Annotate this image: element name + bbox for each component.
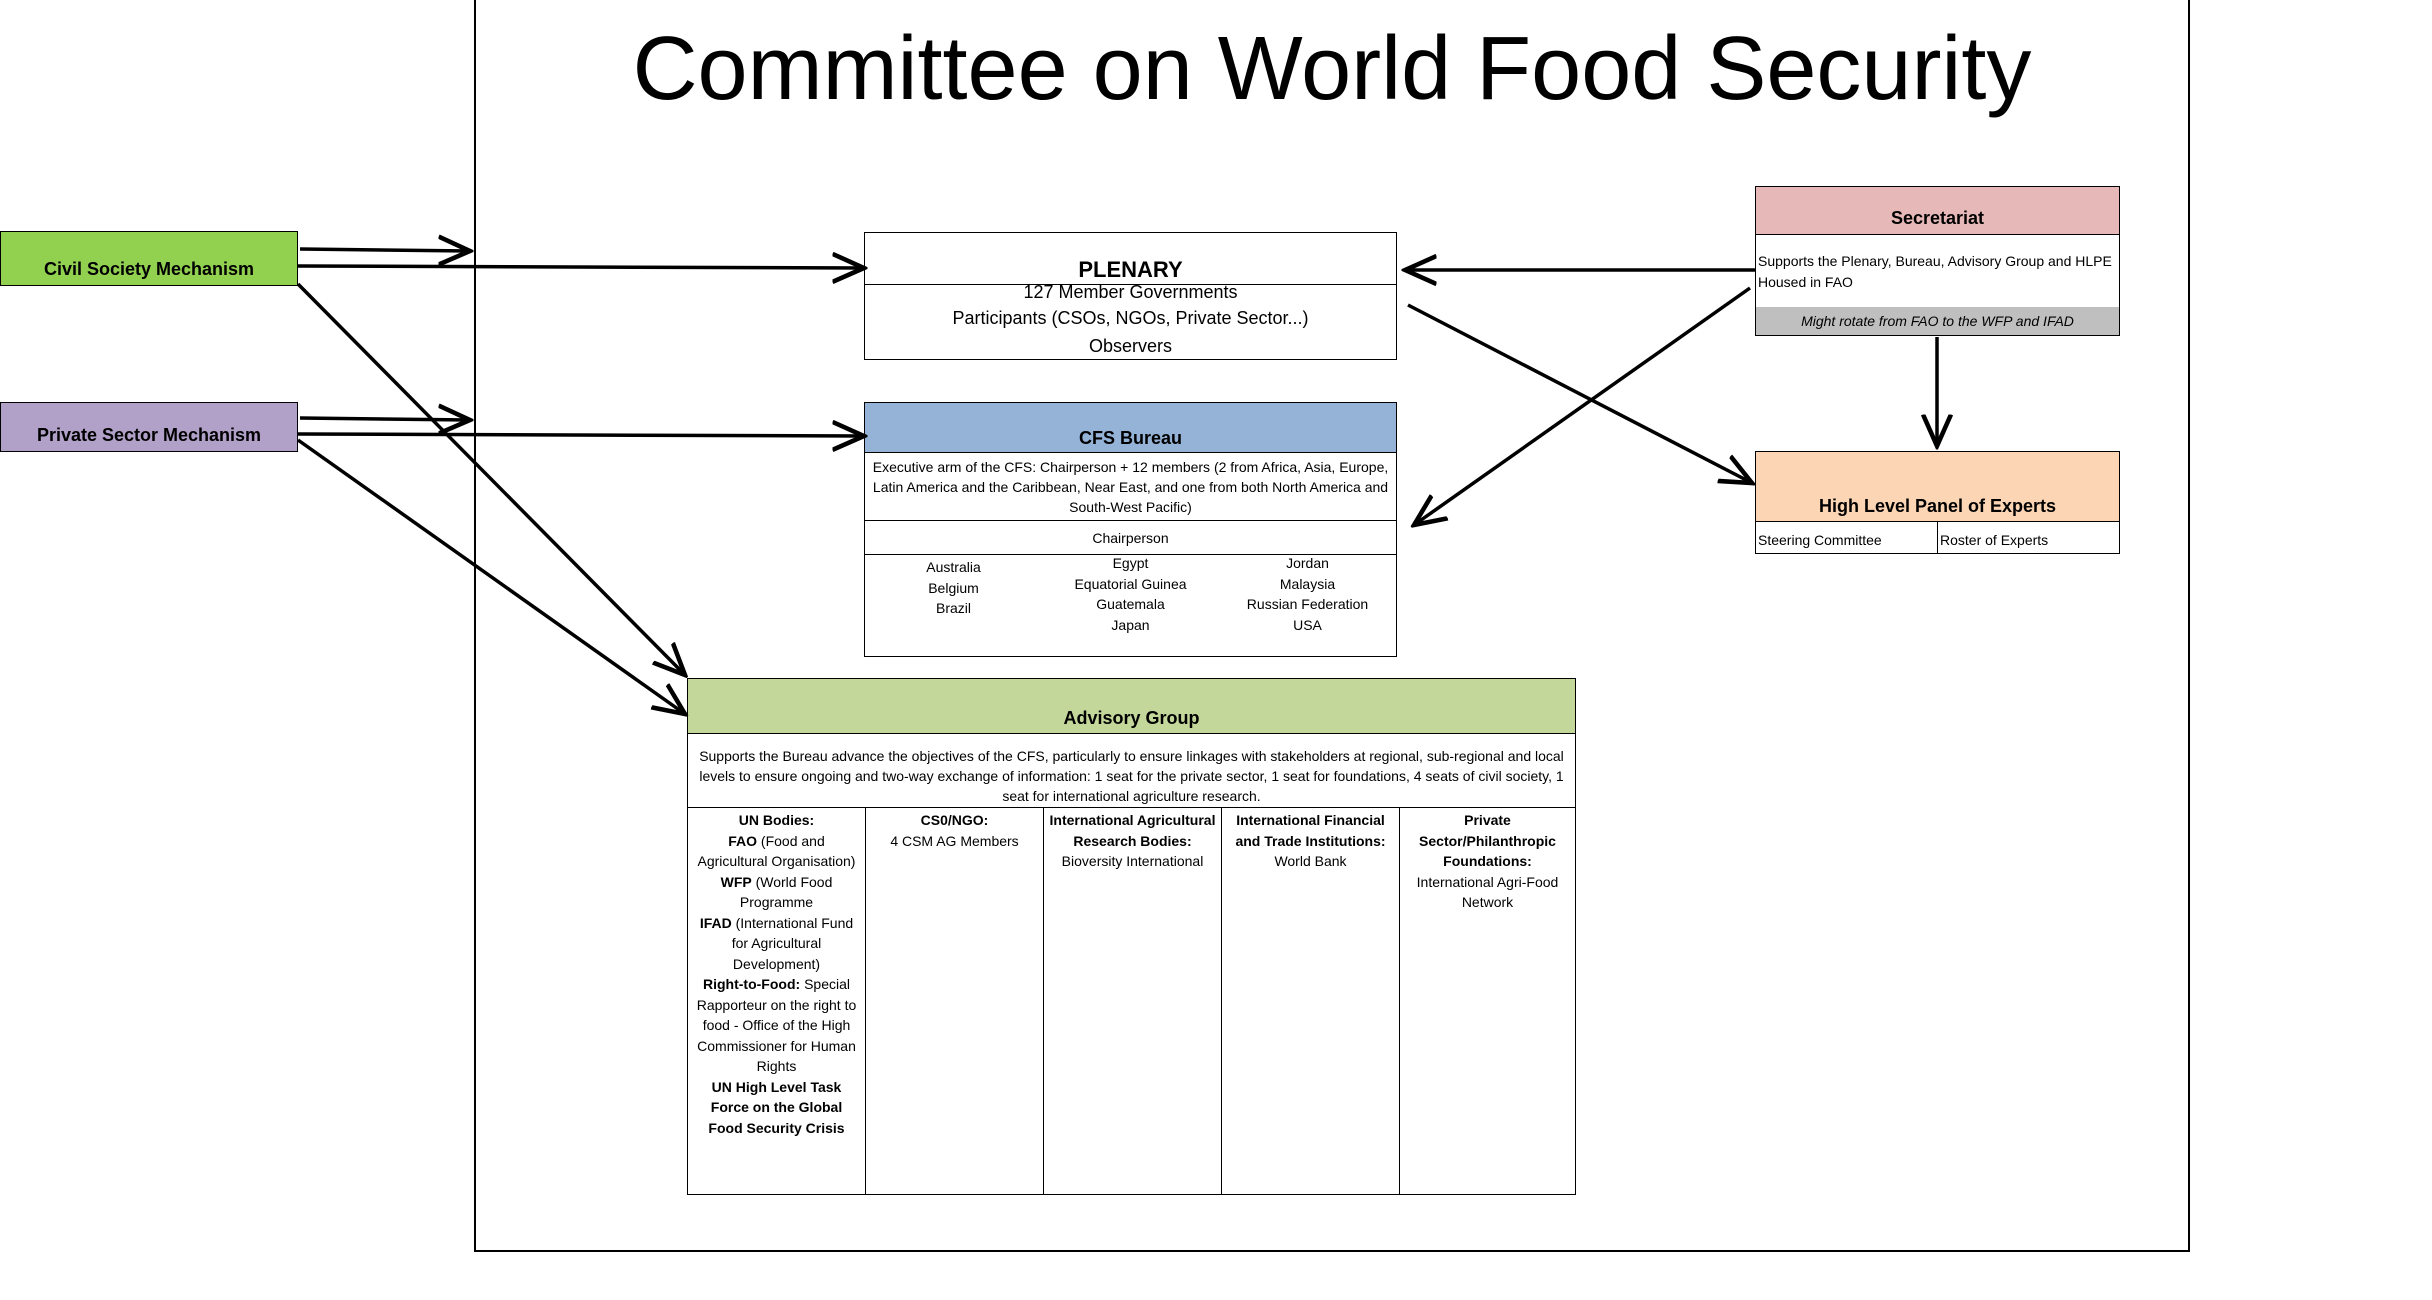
fao-abbr: FAO bbox=[728, 832, 758, 849]
advisory-group-description: Supports the Bureau advance the objectiv… bbox=[688, 734, 1575, 808]
secretariat-line-1: Supports the Plenary, Bureau, Advisory G… bbox=[1758, 253, 2112, 269]
research-heading: International Agricultural Research Bodi… bbox=[1049, 812, 1216, 849]
arrow-csm-to-plenary bbox=[297, 266, 864, 268]
cfs-bureau-box[interactable]: CFS Bureau Executive arm of the CFS: Cha… bbox=[864, 402, 1397, 657]
private-heading: Private Sector/Philanthropic Foundations… bbox=[1419, 812, 1556, 869]
page-title: Committee on World Food Security bbox=[632, 19, 2032, 119]
secretariat-line-2: Housed in FAO bbox=[1758, 274, 1853, 290]
advisory-col-un-bodies: UN Bodies: FAO (Food and Agricultural Or… bbox=[688, 808, 866, 1194]
plenary-box[interactable]: PLENARY 127 Member Governments Participa… bbox=[864, 232, 1397, 360]
member-guatemala: Guatemala bbox=[1096, 596, 1165, 612]
cso-text: 4 CSM AG Members bbox=[890, 832, 1019, 849]
member-japan: Japan bbox=[1111, 616, 1150, 633]
secretariat-note: Might rotate from FAO to the WFP and IFA… bbox=[1756, 307, 2119, 335]
cfs-bureau-chairperson: Chairperson bbox=[865, 521, 1396, 555]
member-jordan: Jordan bbox=[1286, 555, 1329, 571]
advisory-col-private: Private Sector/Philanthropic Foundations… bbox=[1400, 808, 1575, 1194]
un-bodies-heading: UN Bodies: bbox=[738, 812, 815, 828]
member-egypt: Egypt bbox=[1112, 555, 1149, 571]
hlpe-steering-committee: Steering Committee bbox=[1756, 522, 1938, 553]
member-russian-federation: Russian Federation bbox=[1246, 596, 1369, 612]
hlpe-roster-of-experts: Roster of Experts bbox=[1940, 532, 2049, 548]
civil-society-mechanism-box[interactable]: Civil Society Mechanism bbox=[0, 231, 298, 286]
civil-society-mechanism-label: Civil Society Mechanism bbox=[43, 259, 255, 279]
financial-text: World Bank bbox=[1274, 853, 1347, 869]
plenary-line-3: Observers bbox=[1088, 336, 1173, 356]
member-australia: Australia bbox=[926, 559, 981, 575]
ifad-name: (International Fund for Agricultural Dev… bbox=[731, 914, 854, 972]
plenary-line-1: 127 Member Governments bbox=[1023, 282, 1238, 302]
page-frame bbox=[474, 0, 2190, 1252]
member-usa: USA bbox=[1293, 616, 1322, 633]
hlpe-header: High Level Panel of Experts bbox=[1756, 452, 2119, 522]
hlpe-box[interactable]: High Level Panel of Experts Steering Com… bbox=[1755, 451, 2120, 554]
arrow-csm-to-advisory bbox=[296, 282, 685, 675]
wfp-name: (World Food Programme bbox=[739, 873, 833, 911]
arrow-psm-to-advisory bbox=[296, 438, 685, 714]
ifad-abbr: IFAD bbox=[699, 914, 732, 931]
arrow-psm-to-bureau bbox=[297, 434, 864, 436]
private-sector-mechanism-box[interactable]: Private Sector Mechanism bbox=[0, 402, 298, 452]
right-to-food-label: Right-to-Food: bbox=[703, 976, 801, 992]
arrow-plenary-to-hlpe bbox=[1407, 303, 1752, 483]
member-belgium: Belgium bbox=[928, 579, 979, 596]
arrow-psm-to-frame bbox=[299, 418, 470, 420]
private-sector-mechanism-label: Private Sector Mechanism bbox=[36, 425, 262, 445]
advisory-col-research: International Agricultural Research Bodi… bbox=[1044, 808, 1222, 1194]
financial-heading: International Financial and Trade Instit… bbox=[1235, 812, 1386, 849]
advisory-group-box[interactable]: Advisory Group Supports the Bureau advan… bbox=[687, 678, 1576, 1195]
arrow-csm-to-frame bbox=[299, 249, 470, 251]
plenary-line-2: Participants (CSOs, NGOs, Private Sector… bbox=[952, 308, 1309, 328]
secretariat-header: Secretariat bbox=[1756, 187, 2119, 235]
advisory-group-header: Advisory Group bbox=[688, 679, 1575, 734]
plenary-header: PLENARY bbox=[865, 233, 1396, 285]
cfs-bureau-header: CFS Bureau bbox=[865, 403, 1396, 453]
research-text: Bioversity International bbox=[1061, 853, 1204, 869]
private-text: International Agri-Food Network bbox=[1416, 873, 1559, 911]
member-brazil: Brazil bbox=[935, 600, 971, 616]
cfs-bureau-members: Australia Belgium Brazil Egypt Equatoria… bbox=[865, 555, 1396, 635]
advisory-col-cso-ngo: CS0/NGO: 4 CSM AG Members bbox=[866, 808, 1044, 1194]
advisory-col-financial: International Financial and Trade Instit… bbox=[1222, 808, 1400, 1194]
member-equatorial-guinea: Equatorial Guinea bbox=[1074, 575, 1187, 592]
wfp-abbr: WFP bbox=[720, 873, 752, 890]
cfs-bureau-description: Executive arm of the CFS: Chairperson + … bbox=[865, 453, 1396, 521]
arrow-secretariat-to-bureau bbox=[1414, 286, 1752, 525]
cso-heading: CS0/NGO: bbox=[920, 812, 989, 828]
fao-name: (Food and Agricultural Organisation) bbox=[697, 832, 856, 870]
un-hltf: UN High Level Task Force on the Global F… bbox=[708, 1078, 845, 1136]
secretariat-box[interactable]: Secretariat Supports the Plenary, Bureau… bbox=[1755, 186, 2120, 336]
member-malaysia: Malaysia bbox=[1279, 575, 1336, 592]
right-to-food-text: Special Rapporteur on the right to food … bbox=[696, 976, 857, 1074]
